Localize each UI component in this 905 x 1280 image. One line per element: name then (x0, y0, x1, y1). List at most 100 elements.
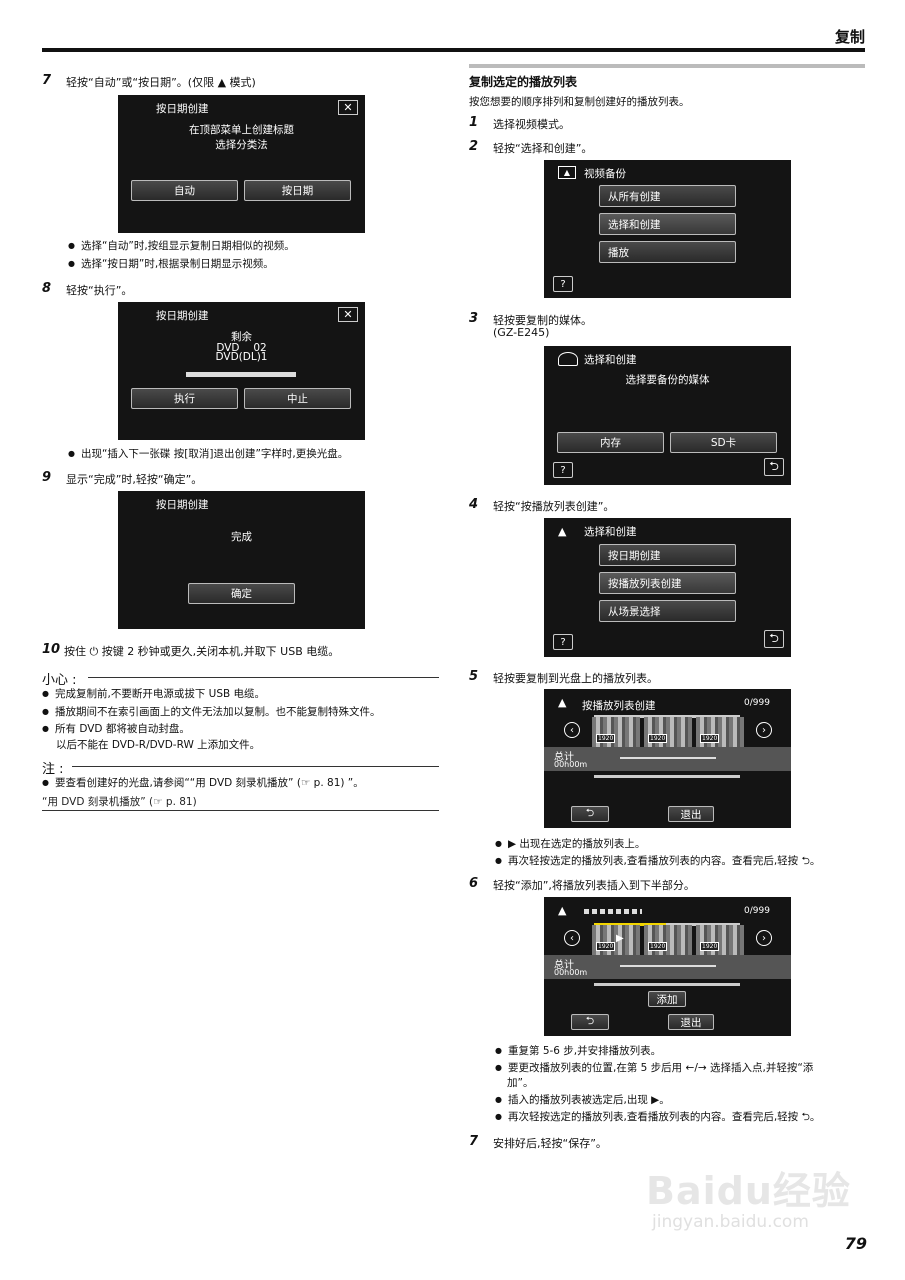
watermark-url: jingyan.baidu.com (652, 1212, 809, 1232)
caution-bullet-2: 播放期间不在索引画面上的文件无法加以复制。也不能复制特殊文件。 (42, 704, 381, 721)
add-button[interactable]: 添加 (648, 991, 686, 1007)
help-icon[interactable]: ? (553, 276, 573, 292)
playback-button[interactable]: 播放 (599, 241, 736, 263)
create-from-all-button[interactable]: 从所有创建 (599, 185, 736, 207)
r-step-1-text: 选择视频模式。 (493, 118, 570, 131)
internal-memory-button[interactable]: 内存 (557, 432, 664, 453)
resolution-tag: 1920 (700, 942, 720, 951)
video-camera-icon: ▲ (558, 904, 567, 917)
select-and-create-button[interactable]: 选择和创建 (599, 213, 736, 235)
next-arrow-icon[interactable]: › (756, 722, 772, 738)
playlist-selection-bar (594, 923, 666, 926)
r-step-5-number: 5 (469, 669, 479, 684)
step-5-bullet-1: ▶ 出现在选定的播放列表上。 (495, 836, 645, 853)
prev-arrow-icon[interactable]: ‹ (564, 930, 580, 946)
help-icon[interactable]: ? (553, 462, 573, 478)
remaining-dvd-dl: DVD(DL)1 (215, 351, 268, 363)
resolution-tag: 1920 (596, 734, 616, 743)
resolution-tag: 1920 (648, 734, 668, 743)
note-link[interactable]: “用 DVD 刻录机播放” (☞ p. 81) (42, 796, 197, 808)
create-by-date-button[interactable]: 按日期创建 (599, 544, 736, 566)
step-7-bullet-1: 选择“自动”时,按组显示复制日期相似的视频。 (68, 238, 295, 255)
close-icon[interactable]: ✕ (338, 307, 358, 322)
step-6-bullet-2: 要更改播放列表的位置,在第 5 步后用 ←/→ 选择插入点,并轻按“添 (495, 1060, 813, 1077)
execute-button[interactable]: 执行 (131, 388, 238, 409)
back-icon[interactable]: ⮌ (571, 806, 609, 822)
caution-rule (88, 677, 439, 678)
caution-bullet-3: 所有 DVD 都将被自动封盘。 (42, 721, 190, 738)
screen-select-media: 选择和创建 选择要备份的媒体 内存 SD卡 ? ⮌ (544, 346, 791, 485)
sd-card-button[interactable]: SD卡 (670, 432, 777, 453)
step-9-number: 9 (42, 470, 52, 485)
resolution-tag: 1920 (648, 942, 668, 951)
total-bar (620, 757, 716, 759)
section-top-rule (469, 64, 865, 68)
caution-bullet-1: 完成复制前,不要断开电源或拔下 USB 电缆。 (42, 686, 265, 703)
auto-button[interactable]: 自动 (131, 180, 238, 201)
by-date-button[interactable]: 按日期 (244, 180, 351, 201)
r-step-1-number: 1 (469, 115, 479, 130)
stop-button[interactable]: 中止 (244, 388, 351, 409)
section-intro: 按您想要的顺序排列和复制创建好的播放列表。 (469, 96, 690, 108)
playlist-bottom-bar (594, 983, 740, 986)
progress-bar (186, 372, 296, 377)
page-header-title: 复制 (834, 28, 865, 46)
playlist-count: 0/999 (744, 698, 770, 708)
back-icon[interactable]: ⮌ (764, 458, 784, 476)
r-step-3-text: 轻按要复制的媒体。 (493, 314, 592, 327)
back-icon[interactable]: ⮌ (571, 1014, 609, 1030)
create-by-playlist-button[interactable]: 按播放列表创建 (599, 572, 736, 594)
r-step-7-text: 安排好后,轻按“保存”。 (493, 1137, 607, 1150)
step-7-text: 轻按“自动”或“按日期”。(仅限 ▲ 模式) (66, 76, 256, 89)
help-icon[interactable]: ? (553, 634, 573, 650)
remaining-label: 剩余 (231, 331, 252, 343)
screen-execute: 按日期创建 ✕ 剩余 DVD 02 DVD(DL)1 执行 中止 (118, 302, 365, 440)
select-from-scenes-button[interactable]: 从场景选择 (599, 600, 736, 622)
header-rule (42, 48, 865, 52)
caution-extra: 以后不能在 DVD-R/DVD-RW 上添加文件。 (56, 739, 261, 751)
step-7-bullet-2: 选择“按日期”时,根据录制日期显示视频。 (68, 256, 274, 273)
playlist-count: 0/999 (744, 906, 770, 916)
resolution-tag: 1920 (700, 734, 720, 743)
exit-button[interactable]: 退出 (668, 1014, 714, 1030)
note-bullet-1: 要查看创建好的光盘,请参阅““用 DVD 刻录机播放” (☞ p. 81) ”。 (42, 775, 364, 792)
note-heading: 注 : (42, 762, 64, 777)
playlist-bottom-bar (594, 775, 740, 778)
screen-select-and-create: ▲ 选择和创建 按日期创建 按播放列表创建 从场景选择 ? ⮌ (544, 518, 791, 657)
r-step-6-text: 轻按“添加”,将播放列表插入到下半部分。 (493, 879, 695, 892)
total-label: 总计 (554, 752, 574, 763)
screen-line-2: 选择分类法 (215, 139, 268, 151)
screen-title: 选择和创建 (584, 354, 637, 366)
total-label: 总计 (554, 960, 574, 971)
ok-button[interactable]: 确定 (188, 583, 295, 604)
next-arrow-icon[interactable]: › (756, 930, 772, 946)
complete-label: 完成 (231, 531, 252, 543)
prev-arrow-icon[interactable]: ‹ (564, 722, 580, 738)
r-step-2-number: 2 (469, 139, 479, 154)
screen-title: 选择和创建 (584, 526, 637, 538)
r-step-4-text: 轻按“按播放列表创建”。 (493, 500, 615, 513)
total-time: 00h00m (554, 968, 588, 977)
total-band (544, 955, 791, 979)
note-bottom-rule (42, 810, 439, 811)
screen-playlist-add: ▲ 0/999 ‹ 1920 1920 1920 ▶ › 总计 00h00m 添… (544, 897, 791, 1036)
step-6-bullet-1: 重复第 5-6 步,并安排播放列表。 (495, 1043, 661, 1060)
r-step-3-number: 3 (469, 311, 479, 326)
step-9-text: 显示“完成”时,轻按“确定”。 (66, 473, 203, 486)
step-10-text: 按住 ⏻ 按键 2 秒钟或更久,关闭本机,并取下 USB 电缆。 (64, 645, 340, 658)
back-icon[interactable]: ⮌ (764, 630, 784, 648)
step-6-bullet-4: 再次轻按选定的播放列表,查看播放列表的内容。查看完后,轻按 ⮌。 (495, 1109, 820, 1126)
remaining-dvd: DVD 02 (216, 342, 267, 354)
step-8-text: 轻按“执行”。 (66, 284, 133, 297)
exit-button[interactable]: 退出 (668, 806, 714, 822)
r-step-7-number: 7 (469, 1134, 479, 1149)
screen-auto-or-date: 按日期创建 ✕ 在顶部菜单上创建标题 选择分类法 自动 按日期 (118, 95, 365, 233)
disc-icon (558, 352, 578, 366)
video-camera-icon: ▲ (558, 696, 567, 709)
screen-title: 按日期创建 (156, 310, 209, 322)
playlist-top-bar (594, 715, 740, 718)
selected-play-icon: ▶ (616, 933, 624, 944)
step-5-bullet-2: 再次轻按选定的播放列表,查看播放列表的内容。查看完后,轻按 ⮌。 (495, 853, 820, 870)
playlist-top-bar (594, 923, 740, 926)
close-icon[interactable]: ✕ (338, 100, 358, 115)
